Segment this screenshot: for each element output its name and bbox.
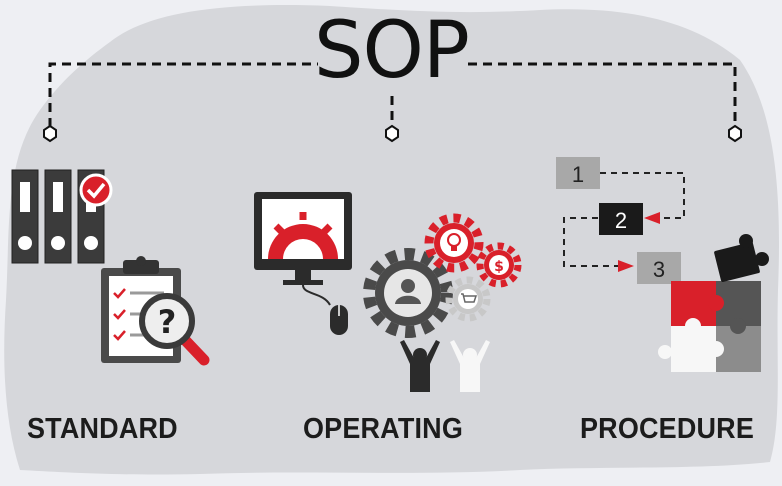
step-box-1 [556,157,600,189]
sop-title: SOP [314,6,470,96]
step-box-2 [599,203,643,235]
puzzle-icon [658,234,769,372]
gear-cart-icon [445,276,491,322]
step-box-3 [637,252,681,284]
connector-lines [48,62,737,127]
step-number-3: 3 [653,257,665,282]
binders-icon [11,169,105,264]
step-number-1: 1 [572,162,584,187]
svg-text:?: ? [158,303,177,341]
svg-text:$: $ [494,259,504,275]
magnifier-question-icon: ? [139,293,210,366]
label-procedure: PROCEDURE [580,413,755,445]
numbered-steps-icon [556,157,685,284]
monitor-gear-icon [254,192,352,285]
label-standard: STANDARD [27,413,178,445]
gear-dollar-icon: $ [476,242,522,288]
gear-lightbulb-icon [424,213,484,273]
step-number-2: 2 [615,208,627,233]
label-operating: OPERATING [303,413,464,445]
checkmark-badge-icon [79,173,113,207]
raised-hands-people-icon [400,340,490,392]
mouse-icon [302,284,348,335]
connector-nodes [43,124,742,143]
gear-person-icon [363,248,453,338]
